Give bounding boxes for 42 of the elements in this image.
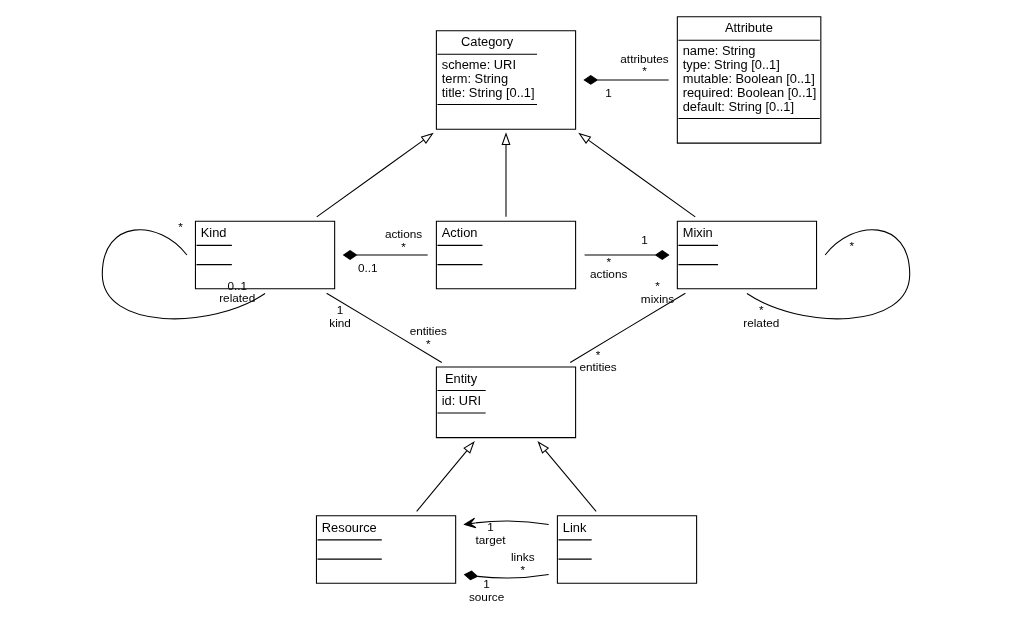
arrow	[316, 132, 434, 218]
label: 1	[487, 520, 494, 534]
label: 1	[641, 233, 648, 247]
arrow	[537, 441, 597, 512]
label: *	[425, 336, 431, 350]
label: entities	[409, 323, 447, 337]
label: related	[219, 291, 256, 305]
label: actions	[384, 226, 423, 240]
label: entities	[579, 360, 617, 374]
label: 1	[336, 303, 344, 317]
label: *	[849, 238, 855, 252]
label: *	[642, 64, 647, 78]
connector	[746, 229, 911, 320]
label: *	[606, 254, 611, 268]
arrow	[578, 132, 696, 218]
connector	[342, 250, 429, 260]
label: *	[401, 239, 406, 253]
connector	[569, 292, 686, 364]
connector	[463, 570, 550, 581]
label: target	[475, 533, 506, 547]
label: links	[510, 549, 535, 563]
label: *	[520, 562, 526, 576]
label: mixins	[640, 292, 675, 306]
label: *	[655, 279, 660, 293]
connector	[326, 292, 443, 364]
label: 1	[605, 85, 612, 99]
label: actions	[590, 267, 628, 281]
arrow	[416, 441, 475, 512]
connector	[583, 75, 670, 85]
label: *	[759, 302, 764, 316]
arrow	[501, 132, 511, 218]
label: 1	[483, 577, 490, 591]
label: related	[743, 315, 780, 329]
label: attributes	[620, 51, 669, 65]
connector	[584, 250, 670, 260]
label: kind	[329, 315, 351, 329]
connector	[101, 229, 266, 320]
arrow	[464, 517, 550, 529]
label: *	[595, 347, 601, 361]
label: source	[468, 590, 505, 604]
label: 0..1	[357, 260, 378, 274]
label: *	[178, 219, 183, 233]
